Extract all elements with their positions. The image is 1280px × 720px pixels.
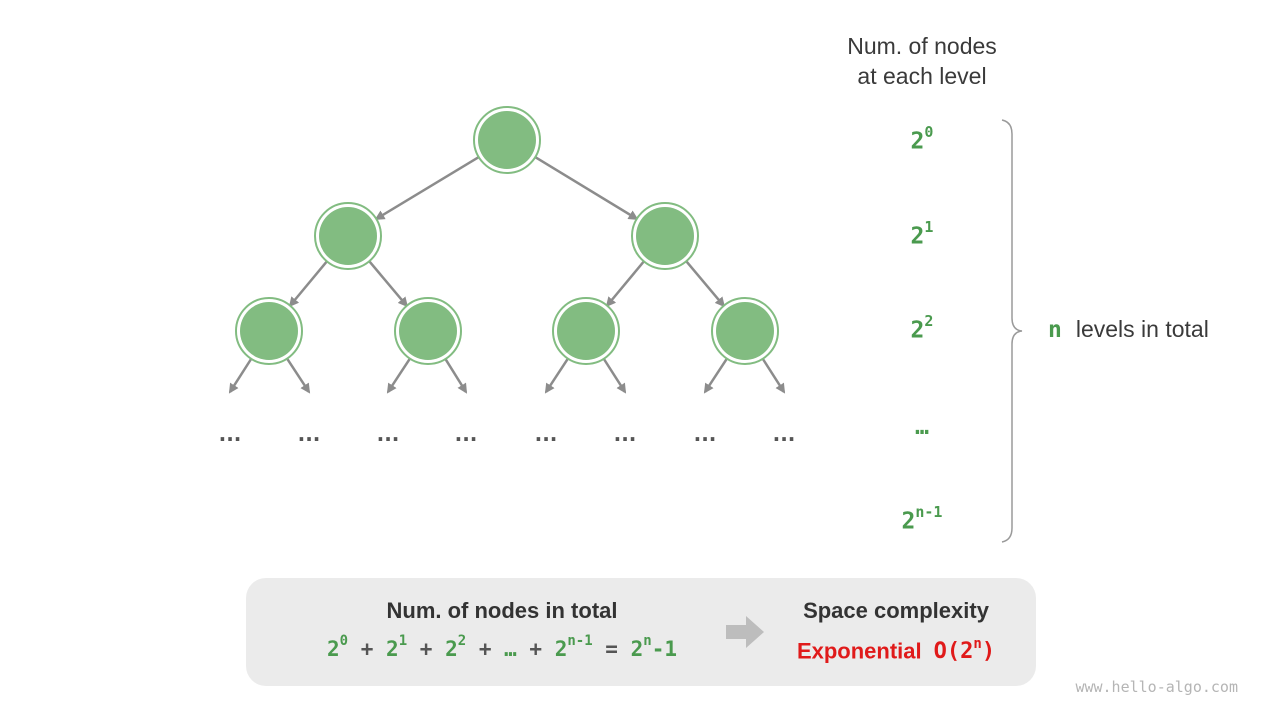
formula-operator: + [516,637,555,661]
tree-edge [367,259,409,308]
leaf-edge [601,356,627,394]
leaf-edge [284,356,311,394]
tree-node [711,297,779,365]
level-count-3: … [915,414,929,440]
formula-term: … [504,637,517,661]
total-nodes-title: Num. of nodes in total [386,598,618,623]
tree-edges [228,155,786,394]
leaf-edge [544,356,571,394]
level-count-1: 21 [910,218,934,250]
level-count-header-line1: Num. of nodes [847,33,997,59]
formula-operator: = [592,637,631,661]
tree-node [394,297,462,365]
arrow-right-icon [726,616,764,648]
tree-edge [288,259,329,308]
watermark: www.hello-algo.com [1075,678,1238,696]
tree-node [473,106,541,174]
summary-box: Num. of nodes in total 20 + 21 + 22 + … … [246,578,1036,686]
formula-term: 22 [445,633,467,661]
space-complexity-value: Exponential O(2n) [766,636,1026,665]
leaf-edge [443,356,468,394]
leaf-edge [386,356,413,394]
formula-term: 20 [327,633,349,661]
complexity-big-o: O(2n) [933,636,996,665]
tree-edge [533,155,639,220]
formula-operator: + [466,637,505,661]
leaf-ellipsis: ... [219,422,242,446]
leaf-ellipsis: ... [535,422,558,446]
formula-result: 2n-1 [630,633,677,661]
level-count-4: 2n-1 [901,503,943,535]
tree-nodes [235,106,779,365]
leaf-ellipsis: ... [377,422,400,446]
tree-node [314,202,382,270]
space-complexity-title: Space complexity [803,598,989,623]
tree-node [235,297,303,365]
levels-in-total-note: n levels in total [1048,316,1209,343]
leaf-ellipsis: ... [773,422,796,446]
formula-term: 2n-1 [554,633,593,661]
level-count-2: 22 [910,312,934,344]
level-count-header-line2: at each level [857,63,987,89]
levels-text: levels in total [1075,316,1209,342]
level-brace [1001,119,1023,543]
leaf-ellipses: ........................ [219,422,796,446]
tree-node [631,202,699,270]
formula-operator: + [348,637,387,661]
leaf-ellipsis: ... [455,422,478,446]
leaf-edge [703,356,730,394]
tree-node [552,297,620,365]
leaf-ellipsis: ... [694,422,717,446]
total-nodes-formula: 20 + 21 + 22 + … + 2n-1 = 2n-1 [282,633,722,661]
leaf-ellipsis: ... [614,422,637,446]
leaf-ellipsis: ... [298,422,321,446]
formula-operator: + [407,637,446,661]
levels-variable: n [1048,317,1062,343]
complexity-label: Exponential [796,638,922,664]
tree-edge [605,259,646,308]
leaf-edge [228,356,254,394]
tree-edge [684,259,726,308]
formula-term: 21 [386,633,408,661]
tree-edge [374,155,481,221]
leaf-edge [760,356,786,394]
level-count-0: 20 [910,123,934,155]
